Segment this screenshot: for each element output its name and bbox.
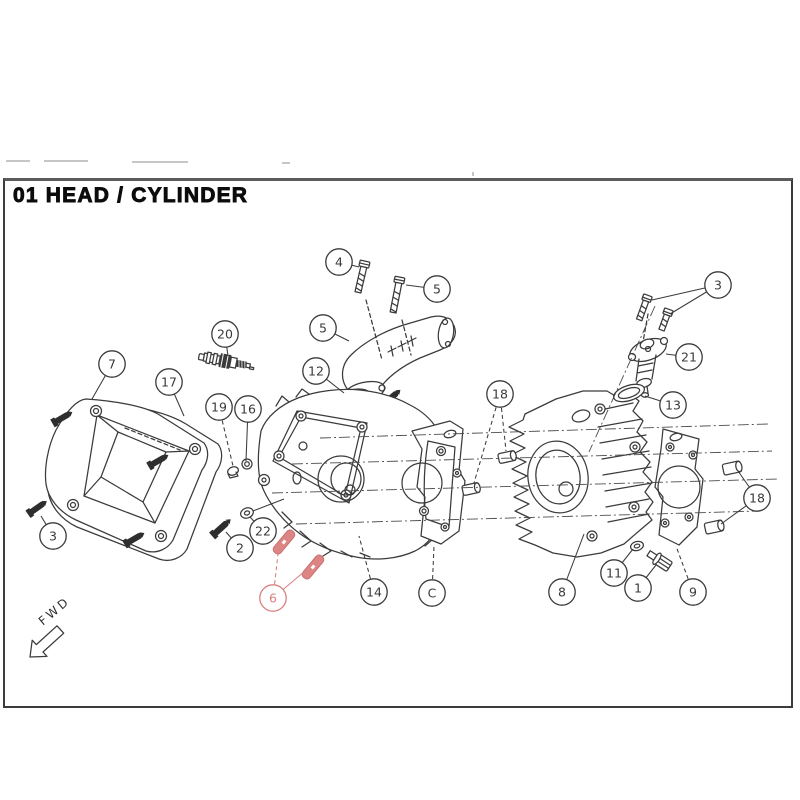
drain-washer xyxy=(629,540,645,552)
balloon-17[interactable]: 17 xyxy=(155,368,183,396)
svg-text:2: 2 xyxy=(236,541,244,556)
balloon-16[interactable]: 16 xyxy=(234,395,262,423)
balloon-7[interactable]: 7 xyxy=(98,350,126,378)
svg-text:18: 18 xyxy=(749,491,765,506)
balloon-5[interactable]: 5 xyxy=(423,275,451,303)
dowel-pin xyxy=(497,450,517,464)
svg-text:5: 5 xyxy=(319,321,327,336)
cylinder-head xyxy=(257,388,449,560)
svg-text:13: 13 xyxy=(665,398,681,413)
tensioner-oring xyxy=(612,383,646,403)
dowel-pin xyxy=(461,482,481,496)
balloon-21[interactable]: 21 xyxy=(675,343,703,371)
center-axes xyxy=(271,305,779,525)
balloon-22[interactable]: 22 xyxy=(249,517,277,545)
svg-text:17: 17 xyxy=(161,375,177,390)
balloon-18[interactable]: 18 xyxy=(743,484,771,512)
svg-text:1: 1 xyxy=(634,581,642,596)
svg-text:19: 19 xyxy=(211,400,227,415)
cover-bolt-2 xyxy=(209,519,231,540)
balloon-18[interactable]: 18 xyxy=(486,380,514,408)
balloon-9[interactable]: 9 xyxy=(679,578,707,606)
svg-text:14: 14 xyxy=(366,585,382,600)
spark-plug xyxy=(197,351,255,371)
balloon-4[interactable]: 4 xyxy=(325,248,353,276)
balloon-12[interactable]: 12 xyxy=(302,357,330,385)
head-gasket xyxy=(401,420,466,545)
tensioner-bolt xyxy=(658,307,674,332)
fwd-label: FWD xyxy=(36,594,73,629)
scan-artifacts xyxy=(6,160,474,176)
balloon-19[interactable]: 19 xyxy=(205,393,233,421)
head-cover xyxy=(44,398,209,553)
balloon-3[interactable]: 3 xyxy=(704,271,732,299)
manifold-bolt-5 xyxy=(389,275,406,314)
manifold-bolt-4 xyxy=(354,259,371,294)
dowel-pin xyxy=(721,460,743,476)
svg-text:18: 18 xyxy=(492,387,508,402)
balloon-20[interactable]: 20 xyxy=(211,320,239,348)
svg-text:16: 16 xyxy=(240,402,256,417)
balloon-14[interactable]: 14 xyxy=(360,578,388,606)
balloon-8[interactable]: 8 xyxy=(548,578,576,606)
cast-marks xyxy=(387,335,417,357)
svg-text:11: 11 xyxy=(606,566,622,581)
balloon-6[interactable]: 6 xyxy=(259,584,287,612)
svg-text:5: 5 xyxy=(433,282,441,297)
sealing-washer xyxy=(240,498,285,519)
highlighted-pin-6[interactable] xyxy=(272,528,326,580)
svg-text:4: 4 xyxy=(335,255,343,270)
balloon-1[interactable]: 1 xyxy=(624,574,652,602)
svg-text:20: 20 xyxy=(217,327,233,342)
svg-text:C: C xyxy=(428,586,437,601)
svg-text:12: 12 xyxy=(308,364,324,379)
fwd-indicator: FWD xyxy=(29,594,73,658)
balloon-C[interactable]: C xyxy=(418,579,446,607)
fwd-arrow-icon xyxy=(29,625,65,658)
bolt-projection-lines xyxy=(365,299,412,361)
balloon-13[interactable]: 13 xyxy=(659,391,687,419)
cylinder xyxy=(508,390,654,558)
dowel-pin xyxy=(703,519,725,535)
cap-nut xyxy=(241,458,253,470)
svg-text:3: 3 xyxy=(714,278,722,293)
tensioner xyxy=(627,293,674,398)
svg-text:21: 21 xyxy=(681,350,697,365)
svg-text:8: 8 xyxy=(558,585,566,600)
valve-cap xyxy=(227,466,239,479)
svg-text:7: 7 xyxy=(108,357,116,372)
svg-text:22: 22 xyxy=(255,524,271,539)
drain-bolt xyxy=(646,550,673,572)
svg-text:3: 3 xyxy=(49,529,57,544)
leader-line-18 xyxy=(473,393,501,484)
balloon-11[interactable]: 11 xyxy=(600,559,628,587)
page-title: 01 HEAD / CYLINDER xyxy=(13,184,249,208)
svg-text:9: 9 xyxy=(689,585,697,600)
balloon-5[interactable]: 5 xyxy=(309,314,337,342)
tensioner-bolt xyxy=(635,293,653,322)
balloon-2[interactable]: 2 xyxy=(226,534,254,562)
balloon-3[interactable]: 3 xyxy=(39,522,67,550)
svg-text:6: 6 xyxy=(269,591,277,606)
cylinder-base-gasket xyxy=(654,428,704,546)
